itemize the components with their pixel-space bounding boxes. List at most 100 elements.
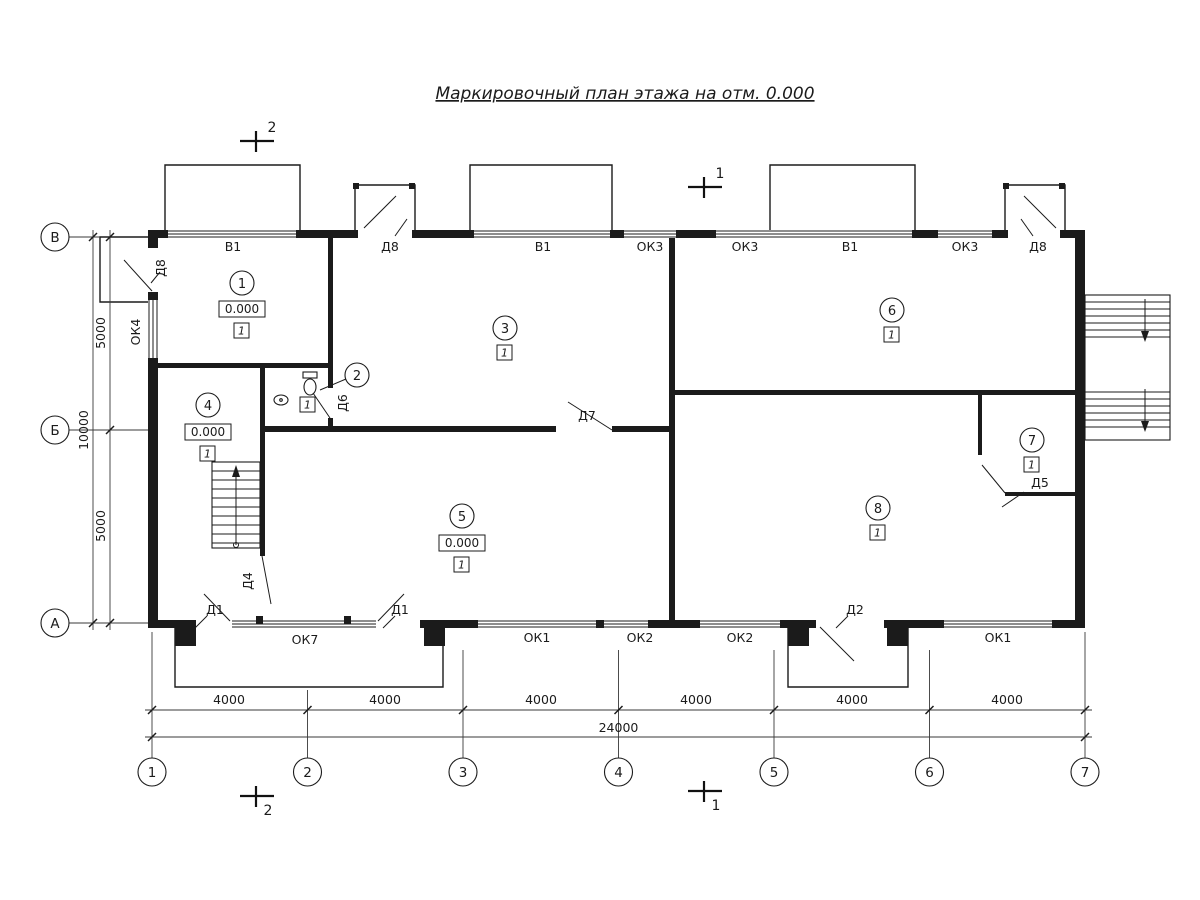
opening-labels-left: Д8 ОК4 bbox=[128, 259, 168, 345]
room-number: 2 bbox=[353, 369, 361, 384]
dim-span: 4000 bbox=[525, 692, 557, 707]
window-ok1-b bbox=[944, 620, 1052, 628]
axis-bubbles-left: В Б А bbox=[40, 222, 70, 638]
entry-step-block bbox=[788, 628, 809, 646]
porch-top-3 bbox=[769, 164, 916, 230]
sink bbox=[273, 394, 289, 406]
dim-span: 4000 bbox=[680, 692, 712, 707]
window-ok1-a bbox=[478, 620, 596, 628]
door-d7-leaf bbox=[567, 401, 613, 431]
elevation-mark: 0.000 bbox=[225, 302, 259, 316]
porch-top-1 bbox=[164, 164, 301, 230]
entry-step-block bbox=[175, 628, 196, 646]
door-d8-left-leaf bbox=[123, 259, 153, 292]
door-d8-top-right-leaf bbox=[1023, 195, 1057, 229]
label-door-d1: Д1 bbox=[391, 602, 409, 617]
room-marker-8: 8 1 bbox=[865, 495, 891, 541]
room-marker-1: 1 0.000 1 bbox=[218, 270, 266, 339]
windows bbox=[148, 230, 1052, 628]
section-mark-1-bottom: 1 bbox=[688, 781, 722, 814]
dim-span: 4000 bbox=[991, 692, 1023, 707]
section-number: 2 bbox=[268, 120, 277, 136]
label-window-v1: В1 bbox=[225, 239, 242, 254]
room-number: 1 bbox=[238, 277, 246, 292]
exterior-walls bbox=[148, 230, 1085, 628]
label-door-d1: Д1 bbox=[206, 602, 224, 617]
dim-left-segment: 5000 bbox=[93, 510, 108, 542]
label-window-ok2: ОК2 bbox=[727, 630, 754, 645]
door-d6-leaf bbox=[312, 392, 331, 419]
section-number: 1 bbox=[716, 166, 725, 182]
window-ok7 bbox=[232, 620, 376, 628]
window-ok2-b bbox=[700, 620, 780, 628]
opening-labels-top: В1 Д8 В1 ОК3 ОК3 В1 ОК3 Д8 bbox=[225, 239, 1047, 254]
opening-labels-interior: Д6 Д7 Д4 Д5 bbox=[240, 394, 1049, 590]
axis-label-b: Б bbox=[50, 423, 59, 439]
elevation-mark: 0.000 bbox=[445, 536, 479, 550]
window-ok7-mullion bbox=[256, 616, 263, 624]
entry-step-block bbox=[424, 628, 445, 646]
window-v1-a bbox=[168, 230, 296, 238]
axis-label-4: 4 bbox=[614, 765, 623, 781]
room-number: 8 bbox=[874, 502, 882, 517]
dim-span: 4000 bbox=[836, 692, 868, 707]
label-window-ok2: ОК2 bbox=[627, 630, 654, 645]
label-window-ok1: ОК1 bbox=[524, 630, 551, 645]
leader-lines bbox=[150, 218, 1034, 629]
dim-total: 24000 bbox=[599, 720, 639, 735]
window-ok2-a bbox=[604, 620, 648, 628]
finish-type: 1 bbox=[458, 559, 465, 572]
label-door-d5: Д5 bbox=[1031, 475, 1049, 490]
label-window-ok3: ОК3 bbox=[952, 239, 979, 254]
axis-label-5: 5 bbox=[770, 765, 779, 781]
door-d4-leaf bbox=[261, 555, 272, 605]
room-number: 6 bbox=[888, 304, 896, 319]
porch-left bbox=[99, 236, 148, 303]
label-window-v1: В1 bbox=[535, 239, 552, 254]
label-window-ok1: ОК1 bbox=[985, 630, 1012, 645]
section-mark-1-top: 1 bbox=[688, 166, 724, 198]
label-door-d7: Д7 bbox=[578, 408, 596, 423]
dim-left-segment: 5000 bbox=[93, 317, 108, 349]
finish-type: 1 bbox=[204, 448, 211, 461]
section-number: 2 bbox=[264, 803, 273, 819]
door-d8-top-left-leaf bbox=[363, 195, 397, 229]
label-window-ok7: ОК7 bbox=[292, 632, 319, 647]
window-ok3-c bbox=[938, 230, 992, 238]
axis-label-3: 3 bbox=[459, 765, 468, 781]
finish-type: 1 bbox=[238, 325, 245, 338]
door-d1-b-leaf bbox=[377, 593, 405, 622]
porch-top-door-right bbox=[1004, 184, 1066, 230]
label-window-ok3: ОК3 bbox=[732, 239, 759, 254]
section-mark-2-top: 2 bbox=[240, 120, 276, 152]
room-marker-6: 6 1 bbox=[879, 297, 905, 343]
finish-type: 1 bbox=[304, 399, 311, 412]
dim-span: 4000 bbox=[213, 692, 245, 707]
room-number: 4 bbox=[204, 399, 212, 414]
axis-label-2: 2 bbox=[303, 765, 312, 781]
finish-type: 1 bbox=[888, 329, 895, 342]
label-door-d2: Д2 bbox=[846, 602, 864, 617]
sink-drain bbox=[279, 398, 283, 402]
dimension-lines: 4000 4000 4000 4000 4000 4000 24000 5000… bbox=[69, 230, 1092, 758]
toilet-tank bbox=[302, 371, 318, 379]
room-number: 5 bbox=[458, 510, 466, 525]
section-number: 1 bbox=[712, 798, 721, 814]
door-leaves bbox=[123, 195, 1057, 662]
section-mark-2-bottom: 2 bbox=[240, 786, 274, 819]
exterior-stair bbox=[1084, 294, 1171, 441]
finish-type: 1 bbox=[1028, 459, 1035, 472]
room-marker-4: 4 0.000 1 bbox=[184, 392, 232, 462]
room-marker-7: 7 1 bbox=[1019, 427, 1045, 473]
axis-bubbles-bottom: 1 2 3 4 5 6 7 bbox=[137, 757, 1100, 787]
window-ok4 bbox=[148, 300, 158, 358]
window-ok3-a bbox=[624, 230, 676, 238]
room-marker-2: 2 1 bbox=[299, 362, 370, 413]
room-number: 7 bbox=[1028, 434, 1036, 449]
axis-label-a: А bbox=[50, 616, 60, 632]
axis-label-7: 7 bbox=[1081, 765, 1090, 781]
interior-walls bbox=[158, 238, 1075, 620]
label-door-d4: Д4 bbox=[240, 572, 255, 590]
opening-labels-bottom: Д1 ОК7 Д1 ОК1 ОК2 ОК2 Д2 ОК1 bbox=[206, 602, 1011, 647]
porch-bottom-right bbox=[787, 628, 909, 688]
